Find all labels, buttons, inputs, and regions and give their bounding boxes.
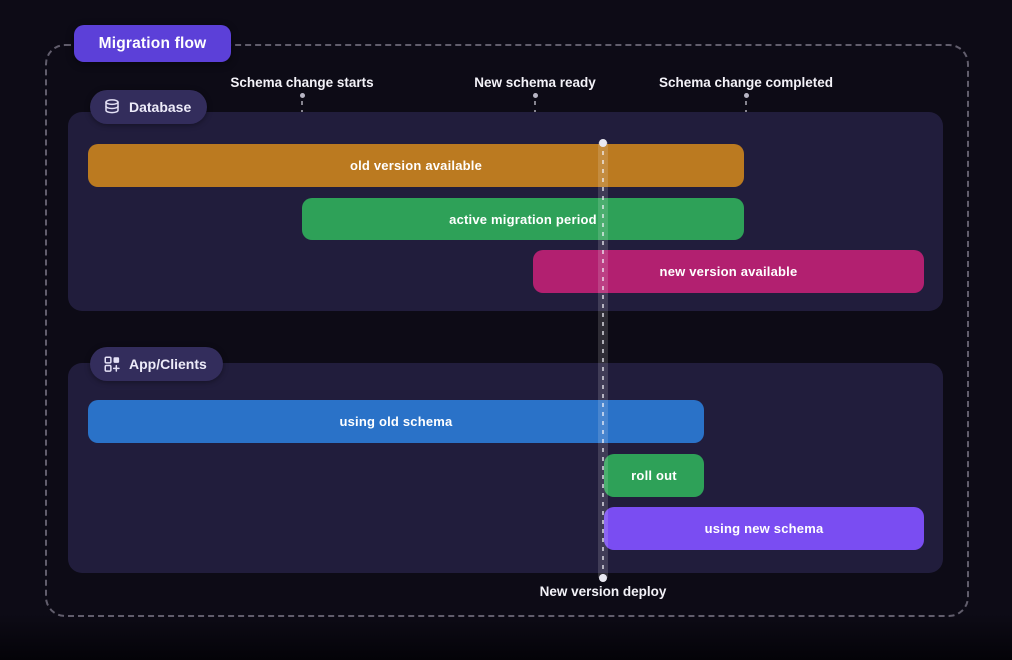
bar-new-version-available: new version available bbox=[533, 250, 924, 293]
bar-label: new version available bbox=[659, 264, 798, 279]
database-badge: Database bbox=[90, 90, 208, 124]
title-badge: Migration flow bbox=[74, 25, 231, 62]
milestone-dot bbox=[299, 93, 305, 98]
milestone-dot bbox=[743, 93, 749, 98]
bar-label: roll out bbox=[631, 468, 677, 483]
deploy-marker-label: New version deploy bbox=[539, 584, 667, 599]
bar-roll-out: roll out bbox=[604, 454, 704, 497]
deploy-marker-bottom-dot bbox=[599, 574, 607, 582]
bar-label: using new schema bbox=[704, 521, 824, 536]
bar-old-version-available: old version available bbox=[88, 144, 744, 187]
database-badge-label: Database bbox=[129, 99, 192, 115]
bar-label: using old schema bbox=[339, 414, 453, 429]
milestone-label-new-schema-ready: New schema ready bbox=[474, 75, 596, 90]
bar-active-migration-period: active migration period bbox=[302, 198, 744, 240]
database-icon bbox=[103, 98, 121, 116]
deploy-marker-top-dot bbox=[599, 139, 607, 147]
bar-using-new-schema: using new schema bbox=[604, 507, 924, 550]
apps-icon bbox=[103, 355, 121, 373]
bar-label: old version available bbox=[349, 158, 483, 173]
bar-using-old-schema: using old schema bbox=[88, 400, 704, 443]
milestone-label-schema-change-starts: Schema change starts bbox=[230, 75, 374, 90]
bar-label: active migration period bbox=[449, 211, 597, 227]
milestone-dot bbox=[532, 93, 538, 98]
title-badge-label: Migration flow bbox=[98, 34, 207, 52]
milestone-label-schema-change-completed: Schema change completed bbox=[658, 75, 834, 90]
app-clients-badge: App/Clients bbox=[90, 347, 223, 381]
deploy-marker-dashed-line bbox=[602, 142, 604, 578]
app-clients-badge-label: App/Clients bbox=[129, 356, 207, 372]
diagram-dashed-frame bbox=[45, 44, 969, 617]
